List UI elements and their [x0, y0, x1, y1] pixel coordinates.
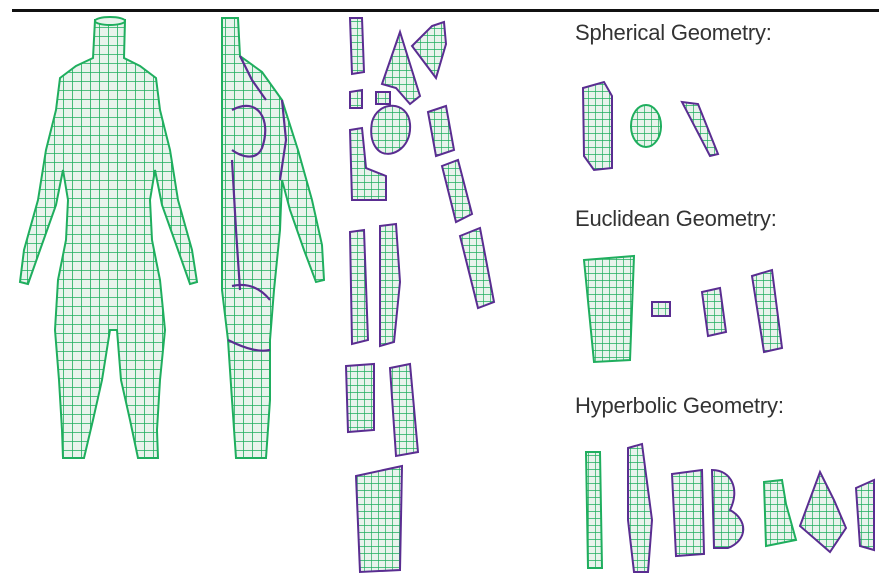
euclidean-piece-3	[702, 288, 726, 336]
label-euclidean-geometry: Euclidean Geometry:	[575, 206, 777, 232]
mannequin-front-neck-top	[95, 17, 125, 25]
hyperbolic-piece-4	[712, 470, 743, 548]
hyperbolic-pieces	[586, 444, 874, 572]
euclidean-pieces	[584, 256, 782, 362]
piece-thigh-left	[346, 364, 374, 432]
piece-tab-1	[350, 90, 362, 108]
spherical-piece-3	[682, 102, 718, 156]
mannequin-front	[20, 17, 197, 458]
hyperbolic-piece-3	[672, 470, 704, 556]
spherical-piece-2	[631, 105, 661, 147]
hyperbolic-piece-7	[856, 480, 874, 550]
euclidean-piece-1	[584, 256, 634, 362]
mannequin-front-body	[20, 20, 197, 458]
hyperbolic-piece-2	[628, 444, 652, 572]
piece-lower-leg	[356, 466, 402, 572]
piece-hip-right	[380, 224, 400, 346]
spherical-piece-1	[583, 82, 612, 170]
label-hyperbolic-geometry: Hyperbolic Geometry:	[575, 393, 784, 419]
piece-tab-2	[376, 92, 390, 104]
piece-thigh-right	[390, 364, 418, 456]
mannequin-side	[222, 18, 324, 458]
piece-sleeve-mid	[442, 160, 472, 222]
spherical-pieces	[583, 82, 718, 170]
hyperbolic-piece-5	[764, 480, 796, 546]
euclidean-piece-2	[652, 302, 670, 316]
piece-hip-left	[350, 230, 368, 344]
piece-shoulder	[350, 18, 364, 74]
piece-sleeve-lower	[460, 228, 494, 308]
euclidean-piece-4	[752, 270, 782, 352]
piece-upper-sleeve	[428, 106, 454, 156]
hyperbolic-piece-6	[800, 472, 846, 552]
flattened-pieces	[346, 18, 494, 572]
piece-collar	[412, 22, 446, 78]
hyperbolic-piece-1	[586, 452, 602, 568]
piece-bust	[371, 106, 410, 154]
label-spherical-geometry: Spherical Geometry:	[575, 20, 772, 46]
